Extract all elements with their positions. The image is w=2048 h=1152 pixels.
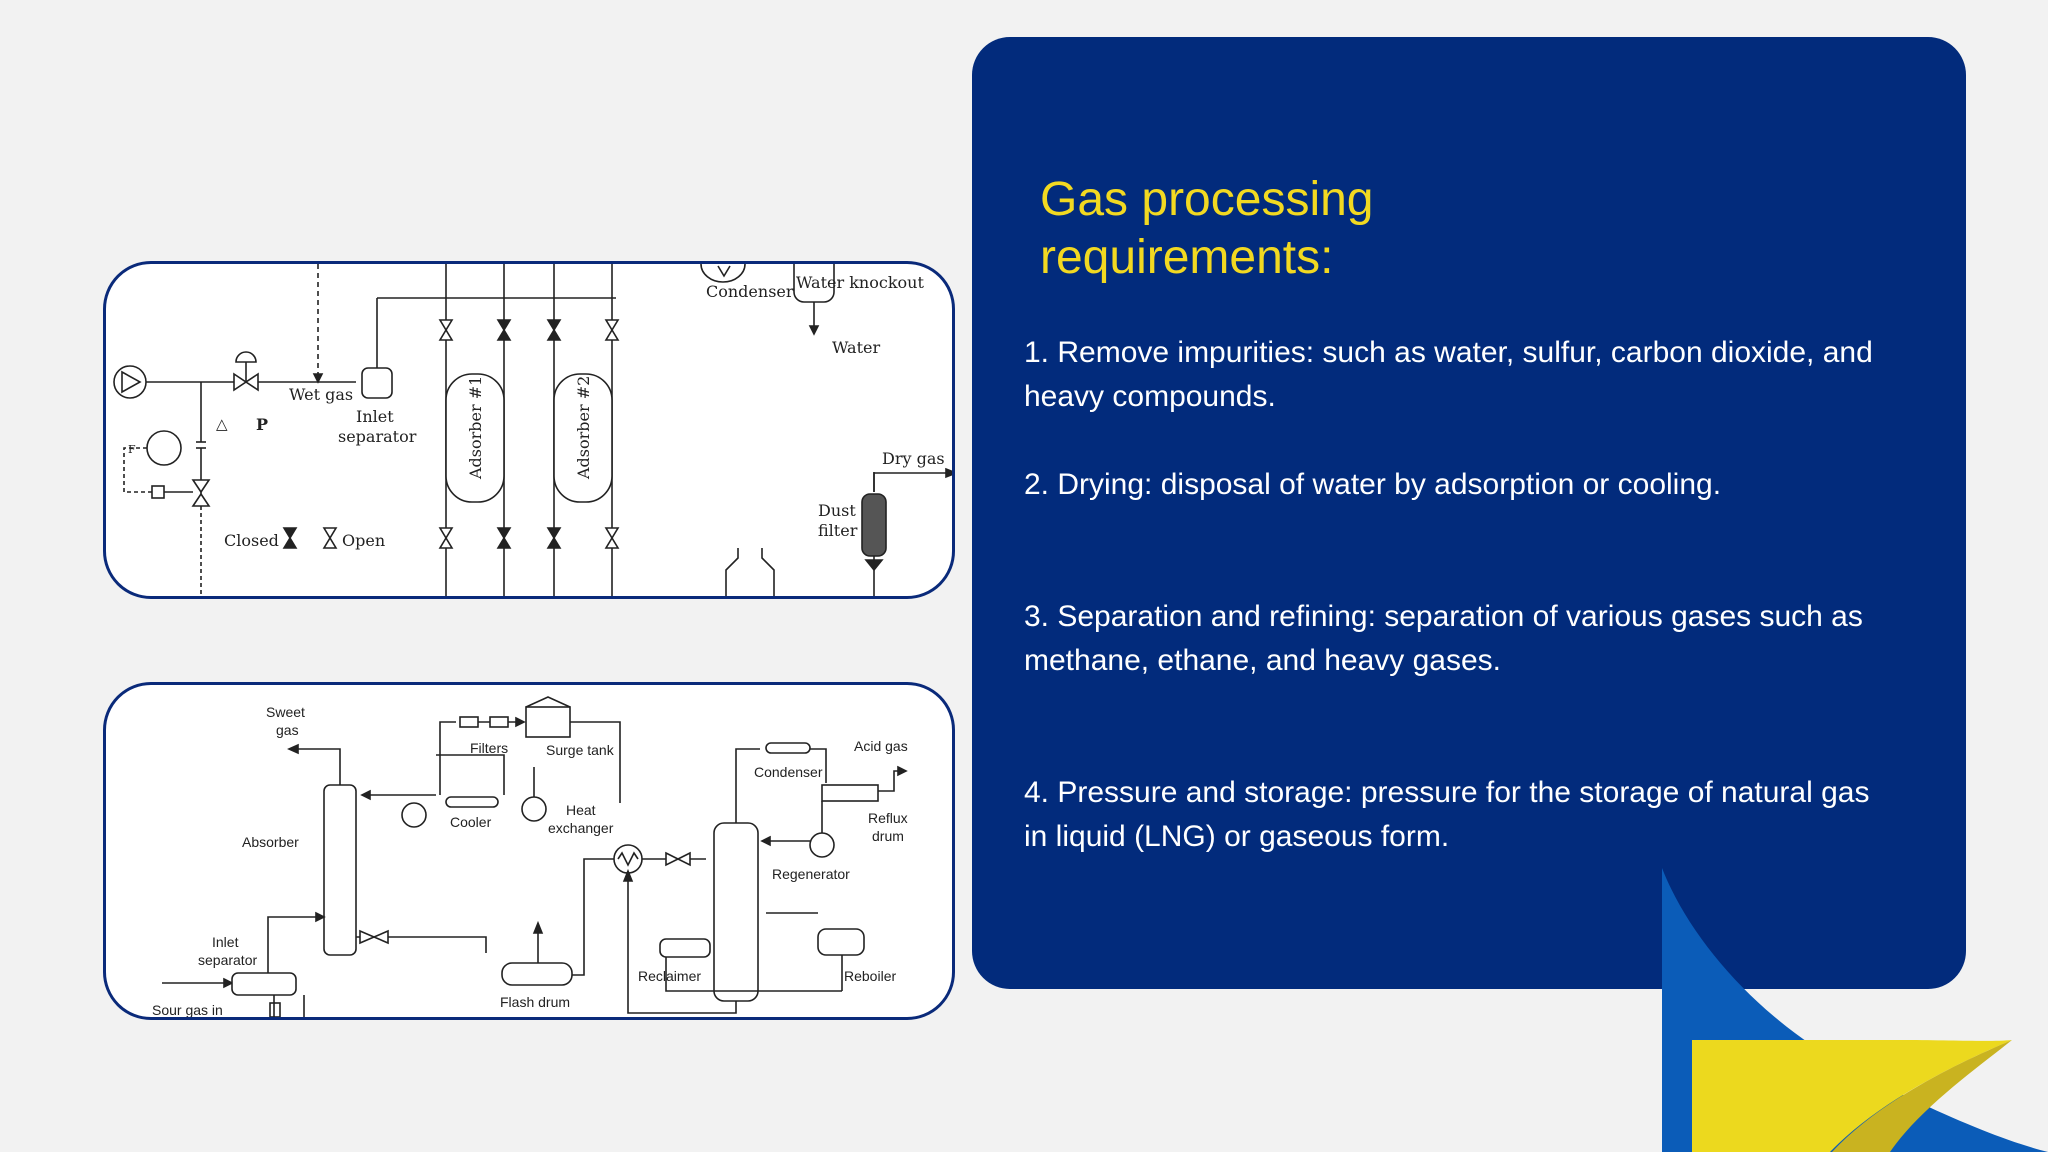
open-legend-label: Open [342,531,385,550]
deco-yellow-wedge [1692,1040,2012,1152]
acid-gas-label: Acid gas [854,738,908,754]
requirements-panel: Gas processing requirements: 1. Remove i… [972,37,1966,989]
inlet-label: Inlet [356,407,394,426]
closed-legend-label: Closed [224,531,279,550]
condenser-label-2: Condenser [754,764,823,780]
deco-olive-sweep [1832,1040,2012,1152]
separator-label-2: separator [198,952,257,968]
drying-process-diagram: F △ P Wet gas Inlet separator Adsorber #… [103,261,955,599]
reclaimer-label: Reclaimer [638,968,701,984]
sweet-label: Sweet [266,704,305,720]
exchanger-label: exchanger [548,820,614,836]
slide-title: Gas processing requirements: [1040,173,1374,284]
reflux-label: Reflux [868,810,908,826]
wet-gas-label: Wet gas [289,385,353,404]
flow-indicator-label: F [128,443,136,456]
pressure-label: P [256,415,268,434]
amine-diagram-svg: Sweet gas Filters Surge tank Absorber Co… [152,696,908,1018]
regenerator-label: Regenerator [772,866,850,882]
amine-treating-diagram: Sweet gas Filters Surge tank Absorber Co… [103,682,955,1020]
requirement-item-4: 4. Pressure and storage: pressure for th… [1024,776,1870,853]
dry-gas-label: Dry gas [882,449,945,468]
water-knockout-label: Water knockout [796,273,924,292]
surge-tank-label: Surge tank [546,742,615,758]
requirement-item-2: 2. Drying: disposal of water by adsorpti… [1024,468,1722,501]
adsorber-1-label: Adsorber #1 [466,376,485,480]
heat-label: Heat [566,802,596,818]
deco-navy-strip [1662,985,1692,1152]
absorber-label: Absorber [242,834,299,850]
drying-diagram-svg: F △ P Wet gas Inlet separator Adsorber #… [113,264,952,596]
dust-label: Dust [818,501,856,520]
adsorber-2-label: Adsorber #2 [574,376,593,480]
inlet-label-2: Inlet [212,934,239,950]
flash-drum-label: Flash drum [500,994,570,1010]
filters-label: Filters [470,740,508,756]
sour-gas-in-label: Sour gas in [152,1002,223,1018]
pressure-delta-label: △ [216,415,228,433]
requirement-item-3: 3. Separation and refining: separation o… [1024,600,1863,677]
separator-label: separator [338,427,417,446]
reboiler-label: Reboiler [844,968,896,984]
requirement-item-1: 1. Remove impurities: such as water, sul… [1024,336,1873,413]
gas-label: gas [276,722,299,738]
cooler-label: Cooler [450,814,492,830]
filter-label: filter [818,521,858,540]
drum-label: drum [872,828,904,844]
water-label: Water [832,338,880,357]
condenser-label: Condenser [706,282,794,301]
